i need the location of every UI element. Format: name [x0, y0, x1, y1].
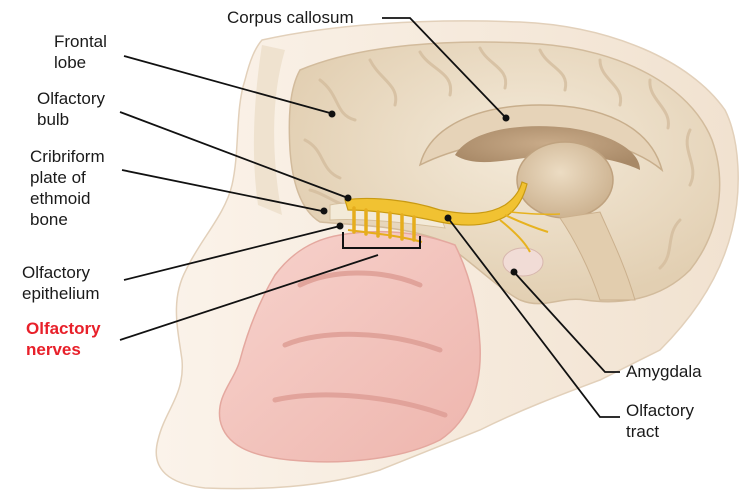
label-amygdala: Amygdala — [626, 361, 702, 382]
thalamus — [517, 142, 613, 218]
label-olfactory-tract: Olfactory tract — [626, 400, 694, 442]
amygdala-structure — [503, 248, 543, 276]
label-olfactory-epithelium: Olfactory epithelium — [22, 262, 100, 304]
label-olfactory-bulb: Olfactory bulb — [37, 88, 105, 130]
label-corpus-callosum: Corpus callosum — [227, 7, 354, 28]
label-olfactory-nerves: Olfactory nerves — [26, 318, 101, 360]
label-cribriform-plate: Cribriform plate of ethmoid bone — [30, 146, 105, 230]
label-frontal-lobe: Frontal lobe — [54, 31, 107, 73]
